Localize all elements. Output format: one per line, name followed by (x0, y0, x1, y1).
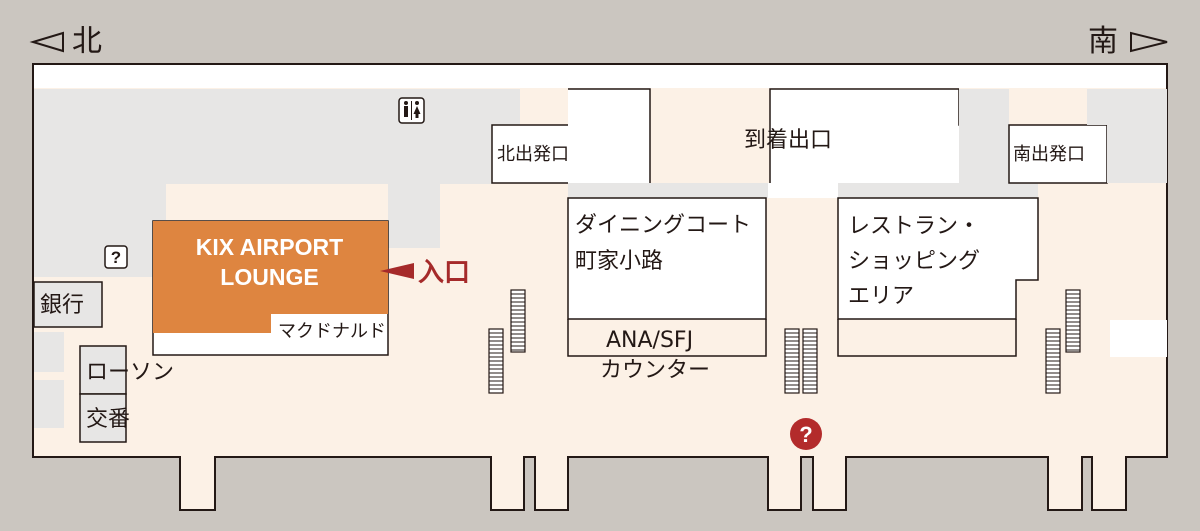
south-departure-exit-label: 南出発口 (1013, 144, 1085, 165)
arrival-exit-block (568, 89, 959, 198)
machiya-koji-label: 町家小路 (575, 249, 664, 274)
entrance-label: 入口 (418, 258, 471, 288)
restaurant-area-label-2: ショッピング (848, 249, 981, 274)
police-box-block (79, 393, 127, 443)
gate-connectors (179, 456, 1127, 511)
kix-airport-lounge-block (153, 221, 388, 333)
dining-court-block (567, 197, 767, 320)
question-mark-icon: ? (104, 245, 128, 269)
restroom-icon (398, 97, 425, 124)
south-arrow-icon (1130, 31, 1168, 53)
north-label: 北 (72, 24, 102, 59)
entrance-arrow (380, 263, 414, 279)
south-departure-exit-box (1008, 124, 1108, 184)
svg-text:?: ? (799, 422, 812, 447)
north-departure-exit-label: 北出発口 (497, 144, 569, 165)
lawson-block (79, 345, 127, 395)
dining-court-label: ダイニングコート (575, 213, 752, 238)
svg-text:?: ? (111, 248, 121, 267)
bank-label: 銀行 (40, 293, 85, 318)
lounge-title: KIX AIRPORT LOUNGE (153, 232, 386, 292)
lounge-title-line2: LOUNGE (220, 264, 319, 290)
restaurant-area-label-3: エリア (848, 284, 915, 309)
information-icon: ? (790, 418, 822, 450)
ana-sfj-label-1: ANA/SFJ (606, 328, 694, 353)
police-box-label: 交番 (86, 407, 131, 432)
north-arrow-icon (29, 31, 64, 53)
lounge-title-line1: KIX AIRPORT (195, 234, 344, 260)
ana-sfj-label-2: カウンター (600, 358, 711, 383)
arrival-exit-label: 到着出口 (744, 128, 833, 153)
bank-block (33, 281, 103, 328)
mcdonalds-label: マクドナルド (278, 321, 386, 342)
south-label: 南 (1088, 24, 1118, 59)
restaurant-area-label-1: レストラン・ (848, 214, 981, 239)
lawson-label: ローソン (86, 360, 175, 385)
